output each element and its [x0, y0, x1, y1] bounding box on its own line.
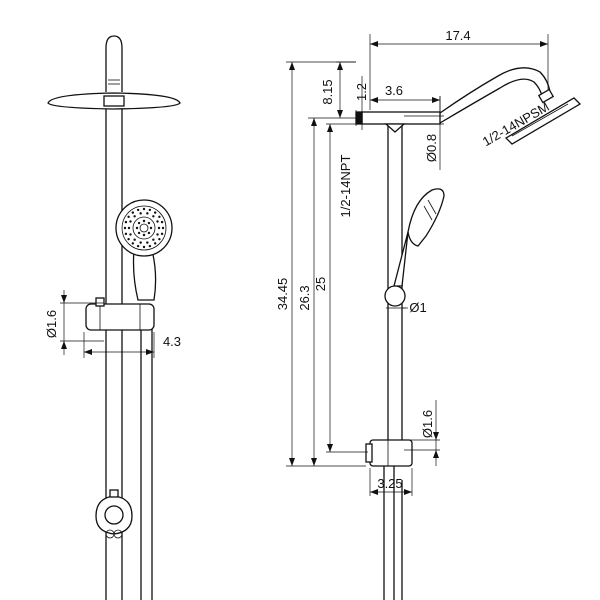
nozzle-dot	[153, 211, 157, 214]
dim-top-height: 8.15	[320, 79, 335, 104]
nozzle-dot	[131, 211, 135, 214]
nozzle-dot	[152, 238, 155, 241]
nozzle-dot	[160, 232, 164, 236]
nozzle-dot	[153, 242, 157, 245]
nozzle-dot	[136, 244, 140, 248]
nozzle-dot	[139, 241, 142, 244]
nozzle-dot	[137, 221, 141, 225]
nozzle-dot	[142, 207, 146, 211]
nozzle-dot	[142, 219, 146, 223]
dim-arm-reach: 17.4	[445, 28, 470, 43]
dim-tee-width: 3.6	[385, 83, 403, 98]
nozzle-dot	[161, 226, 165, 230]
dim-rail-diameter-right: Ø1.6	[420, 410, 435, 438]
nozzle-dot	[146, 241, 149, 244]
label-inlet-thread: 1/2-14NPT	[338, 155, 353, 218]
overhead-head-side	[504, 97, 582, 145]
front-view: Ø1.6 4.3	[44, 35, 181, 600]
hand-shower-head	[115, 199, 173, 257]
nozzle-dot	[124, 220, 128, 224]
nozzle-dot	[152, 215, 155, 218]
dim-holder-offset: 4.3	[163, 334, 181, 349]
dim-arm-diameter: Ø0.8	[424, 134, 439, 162]
nozzle-dot	[136, 208, 140, 212]
slider-bracket	[85, 303, 155, 331]
dim-slider-diameter: Ø1	[409, 300, 426, 315]
shower-arm	[439, 67, 551, 114]
nozzle-dot	[127, 226, 131, 230]
dim-overall-height: 34.45	[275, 278, 290, 311]
nozzle-dot	[127, 237, 130, 241]
nozzle-dot	[137, 231, 141, 235]
nozzle-dot	[135, 226, 139, 230]
slider-knob	[384, 285, 406, 307]
nozzle-dot	[146, 212, 149, 215]
nozzle-dot	[129, 233, 132, 236]
dim-mid-height: 26.3	[297, 285, 312, 310]
nozzle-dot	[160, 220, 164, 224]
nozzle-dot	[158, 237, 161, 241]
dim-rail-diameter-left: Ø1.6	[44, 310, 59, 338]
nozzle-dot	[127, 215, 130, 219]
nozzle-dot	[129, 220, 132, 223]
nozzle-dot	[157, 226, 161, 230]
nozzle-dot	[142, 233, 146, 237]
lower-bracket	[369, 439, 413, 467]
nozzle-dot	[156, 233, 159, 236]
nozzle-dot	[123, 226, 127, 230]
dim-lower-height: 25	[313, 277, 328, 291]
tee-connector	[361, 111, 441, 125]
hand-shower-side	[407, 188, 445, 247]
nozzle-dot	[156, 220, 159, 223]
nozzle-dot	[158, 215, 161, 219]
nozzle-dot	[147, 231, 151, 235]
nozzle-dot	[148, 208, 152, 212]
nozzle-dot	[147, 221, 151, 225]
nozzle-dot	[148, 244, 152, 248]
nozzle-dot	[133, 238, 136, 241]
nozzle-dot	[133, 215, 136, 218]
nozzle-dot	[139, 212, 142, 215]
dim-base-width: 3.25	[377, 476, 402, 491]
nozzle-pattern	[123, 207, 165, 249]
nozzle-dot	[149, 226, 153, 230]
dim-pipe-size: 1.2	[354, 83, 369, 101]
nozzle-dot	[142, 245, 146, 249]
nozzle-dot	[131, 242, 135, 245]
side-view: 17.4 3.6 1.2 8.15 Ø0.8 1/2-14NPT 1/2-14N…	[275, 28, 582, 600]
nozzle-dot	[124, 232, 128, 236]
